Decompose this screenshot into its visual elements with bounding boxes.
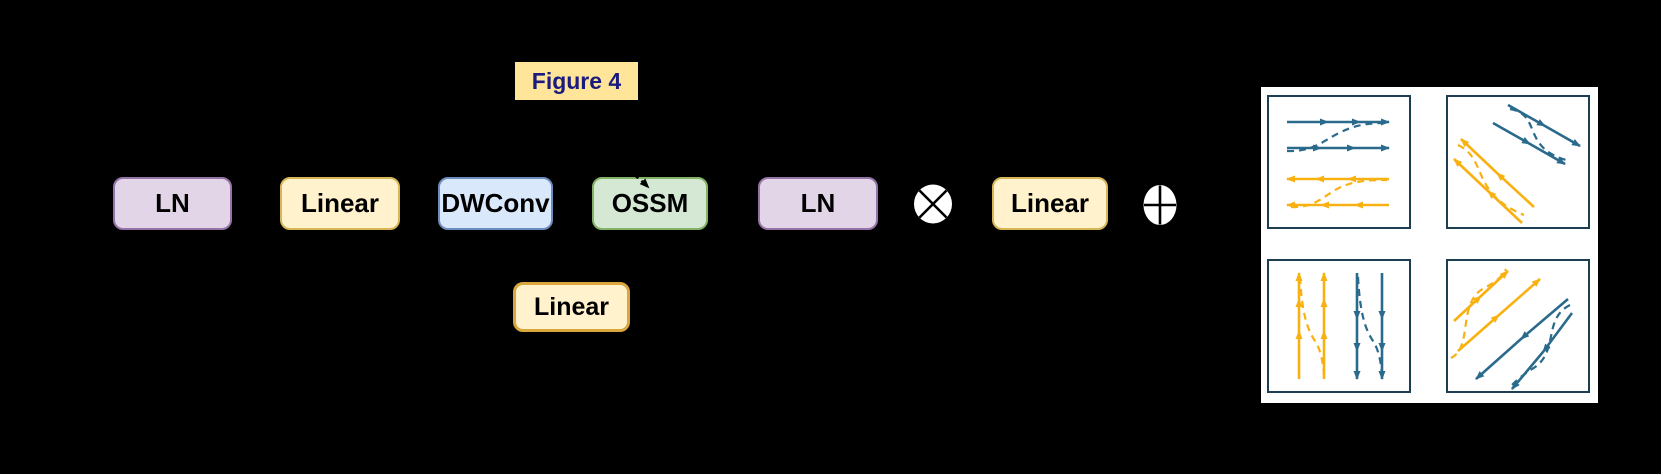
node-layernorm-2: LN (758, 177, 878, 230)
node-layernorm-2-label: LN (800, 188, 836, 218)
figure-caption-badge: Figure 4 (515, 62, 638, 100)
node-dwconv-label: DWConv (441, 188, 550, 218)
scan-square-diagonal (1446, 95, 1590, 229)
node-ossm: OSSM (592, 177, 708, 230)
scan-square-horizontal (1267, 95, 1411, 229)
scan-square-vertical (1267, 259, 1411, 393)
anti-diagonal-scan-icon (1450, 268, 1574, 390)
multiply-icon (914, 184, 952, 224)
add-icon (1143, 185, 1177, 225)
figure-caption-text: Figure 4 (531, 67, 622, 94)
node-ossm-label: OSSM (611, 188, 689, 218)
ossm-dashed-arrow-icon (585, 163, 650, 189)
scan-pattern-panel (1261, 87, 1598, 403)
node-linear-gate: Linear (513, 282, 630, 332)
node-linear-1: Linear (280, 177, 400, 230)
node-linear-2-label: Linear (1010, 188, 1090, 218)
node-dwconv: DWConv (438, 177, 553, 230)
node-linear-gate-label: Linear (533, 292, 610, 321)
diagonal-scan-icon (1453, 103, 1581, 224)
node-linear-1-label: Linear (300, 188, 380, 218)
node-layernorm-1: LN (113, 177, 232, 230)
node-layernorm-1-label: LN (155, 188, 190, 218)
horizontal-scan-icon (1286, 118, 1390, 209)
node-linear-2: Linear (992, 177, 1108, 230)
vertical-scan-icon (1295, 272, 1386, 380)
scan-square-anti-diagonal (1446, 259, 1590, 393)
